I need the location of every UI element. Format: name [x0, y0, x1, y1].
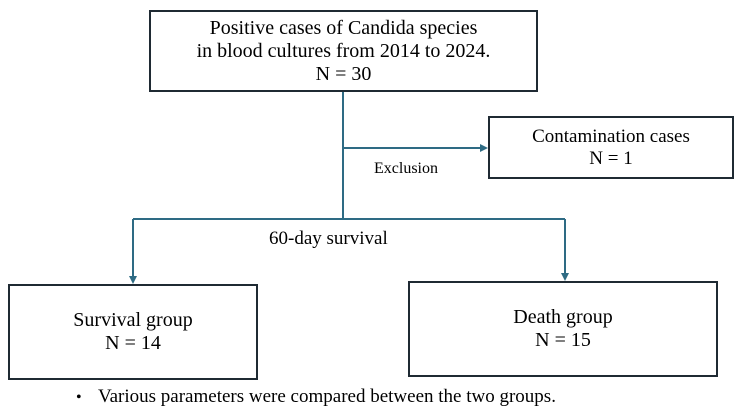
- footnote-text: Various parameters were compared between…: [98, 386, 556, 407]
- contamination-count: N = 1: [589, 147, 633, 169]
- death-group-title: Death group: [513, 306, 613, 328]
- total-cases-box: Positive cases of Candida species in blo…: [149, 10, 538, 92]
- exclusion-label: Exclusion: [374, 160, 438, 177]
- contamination-box: Contamination cases N = 1: [488, 116, 734, 179]
- contamination-title: Contamination cases: [532, 125, 690, 147]
- total-cases-count: N = 30: [315, 62, 372, 85]
- total-cases-line2: in blood cultures from 2014 to 2024.: [196, 39, 491, 62]
- bullet-icon: •: [76, 389, 82, 406]
- footnote: • Various parameters were compared betwe…: [76, 386, 556, 408]
- survival-group-title: Survival group: [73, 309, 193, 331]
- total-cases-line1: Positive cases of Candida species: [209, 16, 478, 39]
- survival-group-box: Survival group N = 14: [8, 284, 258, 380]
- death-group-count: N = 15: [535, 329, 591, 351]
- death-group-box: Death group N = 15: [408, 281, 718, 377]
- survival-group-count: N = 14: [105, 332, 161, 354]
- split-criterion-label: 60-day survival: [269, 228, 388, 249]
